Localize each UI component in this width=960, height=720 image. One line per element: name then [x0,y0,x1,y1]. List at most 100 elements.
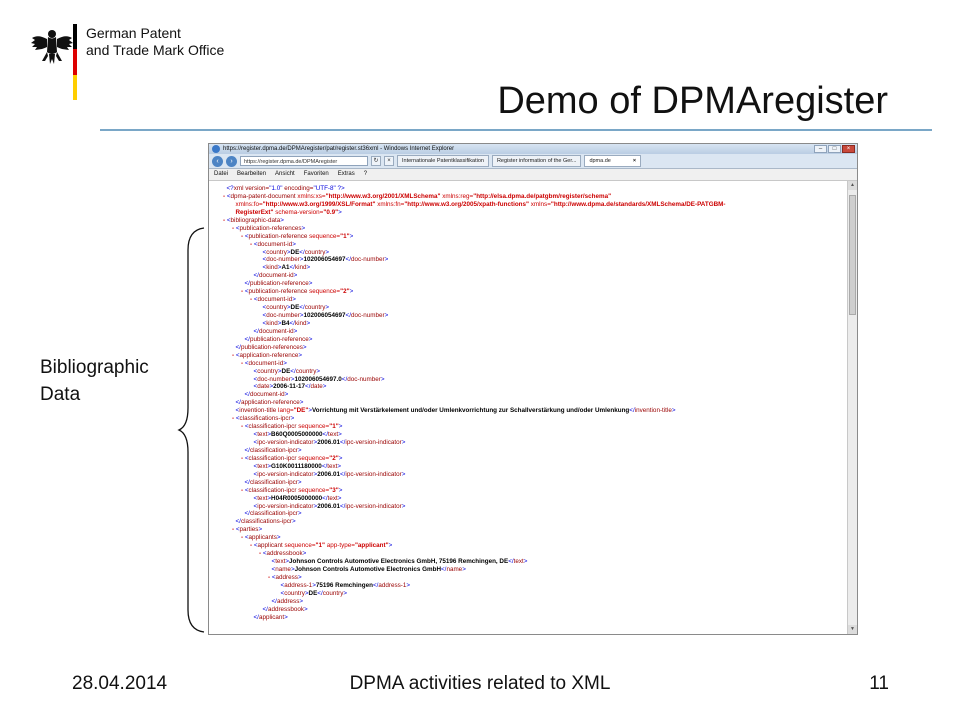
collapse-toggle-icon[interactable]: - [232,351,236,359]
german-flag-bar [73,24,77,100]
xml-line-text: <bibliographic-data> [226,216,284,224]
browser-title-bar: https://register.dpma.de/DPMAregister/pa… [209,144,857,154]
flag-stripe-red [73,49,77,75]
collapse-toggle-icon[interactable]: - [232,224,236,232]
xml-line-text: <doc-number>102006054697.0</doc-number> [253,375,385,383]
xml-line: - <publication-reference sequence="1"> [223,233,848,241]
xml-line-text: RegisterExt" schema-version="0.9"> [235,208,342,216]
xml-line-text: <country>DE</country> [262,248,330,256]
collapse-toggle-icon[interactable]: - [250,296,254,304]
xml-line: - <classifications-ipcr> [223,415,848,423]
page-number: 11 [869,673,889,694]
xml-line: </document-id> [223,391,848,399]
browser-tab-3-label: dpma.de [589,158,611,164]
xml-line-text: <kind>B4</kind> [262,319,311,327]
xml-line: - <parties> [223,526,848,534]
scroll-up-icon[interactable]: ▲ [848,181,857,190]
xml-line-text: <ipc-version-indicator>2006.01</ipc-vers… [253,502,406,510]
maximize-icon[interactable]: □ [828,145,841,153]
xml-line: <doc-number>102006054697</doc-number> [223,312,848,320]
xml-line: <ipc-version-indicator>2006.01</ipc-vers… [223,439,848,447]
xml-line: <kind>B4</kind> [223,320,848,328]
xml-line: - <address> [223,574,848,582]
browser-tab-1[interactable]: Internationale Patentklassifikation [397,155,489,167]
collapse-toggle-icon[interactable]: - [241,359,245,367]
xml-document-view: <?xml version="1.0" encoding="UTF-8" ?>-… [209,181,848,634]
internet-explorer-icon [212,145,220,153]
xml-line: <country>DE</country> [223,368,848,376]
browser-window-title: https://register.dpma.de/DPMAregister/pa… [223,146,455,152]
xml-line: <kind>A1</kind> [223,264,848,272]
xml-line-text: <addressbook> [262,550,307,558]
stop-icon[interactable]: × [384,156,394,166]
title-divider [100,129,932,131]
xml-line-text: <invention-title lang="DE">Vorrichtung m… [235,407,676,415]
xml-line-text: </publication-references> [235,343,307,351]
xml-line: - <classification-ipcr sequence="2"> [223,455,848,463]
xml-line: <ipc-version-indicator>2006.01</ipc-vers… [223,471,848,479]
xml-line: <?xml version="1.0" encoding="UTF-8" ?> [223,185,848,193]
collapse-toggle-icon[interactable]: - [241,454,245,462]
federal-eagle-icon [31,30,73,64]
xml-line-text: <applicants> [244,534,281,542]
xml-line-text: <application-reference> [235,351,303,359]
xml-line: - <publication-reference sequence="2"> [223,288,848,296]
collapse-toggle-icon[interactable]: - [232,415,236,423]
xml-line: - <document-id> [223,360,848,368]
xml-line-text: <publication-reference sequence="1"> [244,232,354,240]
scrollbar-thumb[interactable] [849,195,856,315]
xml-line-text: <kind>A1</kind> [262,264,311,272]
browser-tab-3-active[interactable]: dpma.de × [584,155,642,167]
menu-bearbeiten[interactable]: Bearbeiten [237,171,267,177]
collapse-toggle-icon[interactable]: - [241,534,245,542]
xml-line-text: <doc-number>102006054697</doc-number> [262,256,389,264]
collapse-toggle-icon[interactable]: - [232,526,236,534]
address-bar[interactable]: https://register.dpma.de/DPMAregister [240,156,368,166]
xml-line: - <classification-ipcr sequence="3"> [223,487,848,495]
xml-line: <text>H04R0005000000</text> [223,495,848,503]
collapse-toggle-icon[interactable]: - [241,423,245,431]
xml-line: <ipc-version-indicator>2006.01</ipc-vers… [223,503,848,511]
flag-stripe-black [73,24,77,50]
xml-line: </application-reference> [223,399,848,407]
xml-line-text: </document-id> [253,327,298,335]
xml-line-text: <doc-number>102006054697</doc-number> [262,312,389,319]
collapse-toggle-icon[interactable]: - [241,232,245,240]
collapse-toggle-icon[interactable]: - [250,240,254,248]
forward-arrow-icon[interactable]: › [226,155,237,167]
xml-line-text: </classification-ipcr> [244,446,302,454]
collapse-toggle-icon[interactable]: - [250,542,254,550]
minimize-icon[interactable]: – [814,145,827,153]
browser-menu-bar: Datei Bearbeiten Ansicht Favoriten Extra… [209,169,857,181]
curly-brace-icon [177,227,205,633]
menu-ansicht[interactable]: Ansicht [275,171,295,177]
browser-navigation-bar: ‹ › https://register.dpma.de/DPMAregiste… [209,154,857,169]
collapse-toggle-icon[interactable]: - [223,192,227,200]
menu-datei[interactable]: Datei [214,171,229,177]
xml-line-text: </publication-reference> [244,280,313,288]
close-icon[interactable]: × [842,145,855,153]
refresh-icon[interactable]: ↻ [371,156,381,166]
xml-line: - <addressbook> [223,550,848,558]
collapse-toggle-icon[interactable]: - [223,216,227,224]
xml-line-text: <country>DE</country> [262,304,330,312]
xml-line: </publication-references> [223,344,848,352]
collapse-toggle-icon[interactable]: - [259,550,263,558]
scroll-down-icon[interactable]: ▼ [848,625,857,634]
xml-line: - <applicants> [223,534,848,542]
browser-tab-2[interactable]: Register information of the Ger... [491,155,582,167]
xml-line: <country>DE</country> [223,249,848,257]
xml-line-text: <applicant sequence="1" app-type="applic… [253,542,393,550]
collapse-toggle-icon[interactable]: - [241,486,245,494]
menu-favoriten[interactable]: Favoriten [303,171,329,177]
xml-line: - <application-reference> [223,352,848,360]
back-arrow-icon[interactable]: ‹ [212,155,223,167]
collapse-toggle-icon[interactable]: - [241,288,245,296]
xml-line-text: <parties> [235,526,263,534]
tab-close-icon[interactable]: × [632,158,637,164]
xml-line: - <applicant sequence="1" app-type="appl… [223,542,848,550]
menu-help[interactable]: ? [363,171,368,177]
collapse-toggle-icon[interactable]: - [268,573,272,581]
vertical-scrollbar[interactable]: ▲ ▼ [847,181,857,634]
menu-extras[interactable]: Extras [337,171,355,177]
